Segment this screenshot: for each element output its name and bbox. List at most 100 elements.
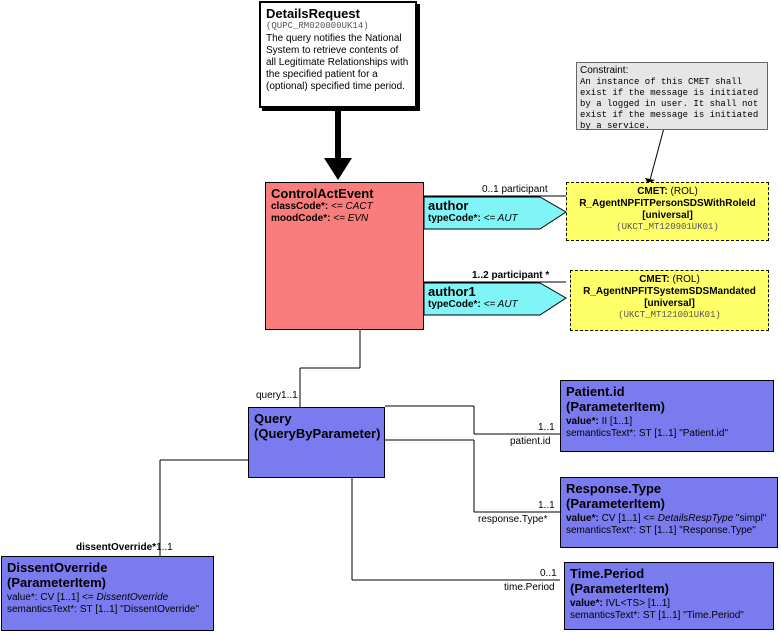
response-type-role: response.Type* [478, 514, 548, 525]
constraint-text: An instance of this CMET shall exist if … [580, 77, 759, 131]
response-type-attr1-domain: DetailsRespType [657, 513, 734, 524]
response-type-attr2-value: ST [1..1] "Response.Type" [638, 525, 756, 536]
dissent-override-role: dissentOverride* [76, 542, 157, 553]
response-type-attr1-value: CV [1..1] <= [601, 513, 655, 524]
response-type-title: Response.Type [566, 481, 662, 496]
author1-type-code-value: <= AUT [483, 299, 518, 310]
time-period-subtitle: (ParameterItem) [570, 581, 669, 596]
cmet-person-kind: (ROL) [670, 186, 698, 197]
mood-code-value: <= EVN [333, 213, 369, 224]
author-title: author [428, 198, 469, 213]
author-type-code-value: <= AUT [483, 213, 518, 224]
patient-id-attr1-label: value*: [566, 416, 599, 427]
dissent-override-attr2: semanticsText*: ST [1..1] "DissentOverri… [7, 604, 208, 616]
author-box: author typeCode*: <= AUT [428, 198, 548, 225]
control-act-event-box: ControlActEvent classCode*: <= CACT mood… [265, 182, 424, 330]
dissent-override-subtitle: (ParameterItem) [7, 575, 106, 590]
cmet-system-qualifier: [universal] [644, 298, 695, 309]
response-type-mult: 1..1 [538, 500, 555, 511]
cmet-system-label: CMET: [639, 274, 670, 285]
details-request-title: DetailsRequest [266, 6, 360, 21]
patient-id-subtitle: (ParameterItem) [566, 399, 665, 414]
dissent-override-attr2-label: semanticsText*: [7, 604, 78, 615]
class-code-label: classCode*: [271, 201, 329, 212]
time-period-title: Time.Period [570, 566, 645, 581]
cmet-person-box: CMET: (ROL) R_AgentNPFITPersonSDSWithRol… [566, 182, 769, 241]
query-box: Query (QueryByParameter) [248, 407, 385, 478]
author1-type-code-label: typeCode*: [428, 299, 481, 310]
class-code-attr: classCode*: <= CACT [271, 201, 418, 213]
entry-arrow-head [324, 158, 352, 180]
author-type-code: typeCode*: <= AUT [428, 213, 548, 225]
author-type-code-label: typeCode*: [428, 213, 481, 224]
time-period-attr1-value: IVL<TS> [1..1] [605, 598, 671, 609]
author1-arrow-shape [423, 282, 567, 316]
constraint-label: Constraint: [580, 65, 629, 76]
control-act-event-title: ControlActEvent [271, 186, 374, 201]
dissent-override-link-label: dissentOverride*1..1 [76, 542, 173, 553]
patient-id-title: Patient.id [566, 384, 625, 399]
patient-id-box: Patient.id (ParameterItem) value*: II [1… [560, 380, 774, 452]
cmet-system-code: (UKCT_MT121001UK01) [618, 310, 721, 320]
time-period-attr2-value: ST [1..1] "Time.Period" [642, 610, 744, 621]
query-link-mult: 1..1 [281, 390, 298, 401]
patient-id-attr2-value: ST [1..1] "Patient.id" [638, 428, 728, 439]
dissent-override-attr1-value: CV [1..1] <= [40, 592, 94, 603]
patient-id-attr1-value: II [1..1] [601, 416, 633, 427]
mood-code-label: moodCode*: [271, 213, 331, 224]
query-title: Query [254, 411, 292, 426]
mood-code-attr: moodCode*: <= EVN [271, 213, 418, 225]
patient-id-attr2: semanticsText*: ST [1..1] "Patient.id" [566, 428, 768, 440]
query-link-label: query1..1 [256, 390, 298, 401]
response-type-attr1-label: value*: [566, 513, 599, 524]
dissent-override-title: DissentOverride [7, 560, 108, 575]
query-link-role: query [256, 390, 282, 401]
cmet-system-name: R_AgentNPFITSystemSDSMandated [583, 286, 756, 297]
time-period-attr2: semanticsText*: ST [1..1] "Time.Period" [570, 610, 768, 622]
time-period-role: time.Period [504, 582, 555, 593]
response-type-box: Response.Type (ParameterItem) value*: CV… [560, 477, 778, 548]
cmet-person-name: R_AgentNPFITPersonSDSWithRoleId [579, 198, 756, 209]
patient-id-attr1: value*: II [1..1] [566, 416, 768, 428]
time-period-box: Time.Period (ParameterItem) value*: IVL<… [564, 562, 774, 630]
cmet-person-label: CMET: [637, 186, 668, 197]
patient-id-role: patient.id [510, 436, 551, 447]
cmet-person-code: (UKCT_MT120901UK01) [616, 222, 719, 232]
constraint-pointer-line [649, 127, 665, 181]
class-code-value: <= CACT [331, 201, 373, 212]
cmet-person-header: CMET: (ROL) [569, 186, 766, 198]
cmet-system-kind: (ROL) [672, 274, 700, 285]
response-type-attr2-label: semanticsText*: [566, 525, 637, 536]
author1-type-code: typeCode*: <= AUT [428, 299, 548, 311]
dissent-override-attr1-label: value*: [7, 592, 38, 603]
dissent-override-attr1-domain: DissentOverride [96, 592, 169, 603]
author1-multiplicity: 1..2 participant * [472, 270, 550, 281]
time-period-attr1-label: value*: [570, 598, 603, 609]
time-period-attr2-label: semanticsText*: [570, 610, 641, 621]
patient-id-attr2-label: semanticsText*: [566, 428, 637, 439]
details-request-description: The query notifies the National System t… [266, 33, 409, 92]
query-subtitle: (QueryByParameter) [254, 426, 381, 441]
cmet-system-header: CMET: (ROL) [573, 274, 766, 286]
response-type-subtitle: (ParameterItem) [566, 496, 665, 511]
dissent-override-mult: 1..1 [156, 542, 173, 553]
details-request-code: (QUPC_RM020000UK14) [266, 21, 369, 31]
time-period-attr1: value*: IVL<TS> [1..1] [570, 598, 768, 610]
dissent-override-box: DissentOverride (ParameterItem) value*: … [1, 556, 214, 631]
patient-id-mult: 1..1 [538, 422, 555, 433]
time-period-mult: 0..1 [540, 568, 557, 579]
dissent-override-attr1: value*: CV [1..1] <= DissentOverride [7, 592, 208, 604]
author1-box: author1 typeCode*: <= AUT [428, 284, 548, 311]
details-request-box: DetailsRequest (QUPC_RM020000UK14) The q… [259, 1, 417, 108]
constraint-note: Constraint: An instance of this CMET sha… [576, 62, 768, 131]
cmet-system-box: CMET: (ROL) R_AgentNPFITSystemSDSMandate… [570, 270, 769, 331]
dissent-override-attr2-value: ST [1..1] "DissentOverride" [79, 604, 199, 615]
response-type-attr1-tail: "simpl" [735, 513, 767, 524]
author1-title: author1 [428, 284, 476, 299]
response-type-attr2: semanticsText*: ST [1..1] "Response.Type… [566, 525, 772, 537]
response-type-attr1: value*: CV [1..1] <= DetailsRespType "si… [566, 513, 772, 525]
cmet-person-qualifier: [universal] [642, 210, 693, 221]
author-arrow-shape [423, 196, 567, 230]
author-multiplicity: 0..1 participant [482, 184, 548, 195]
